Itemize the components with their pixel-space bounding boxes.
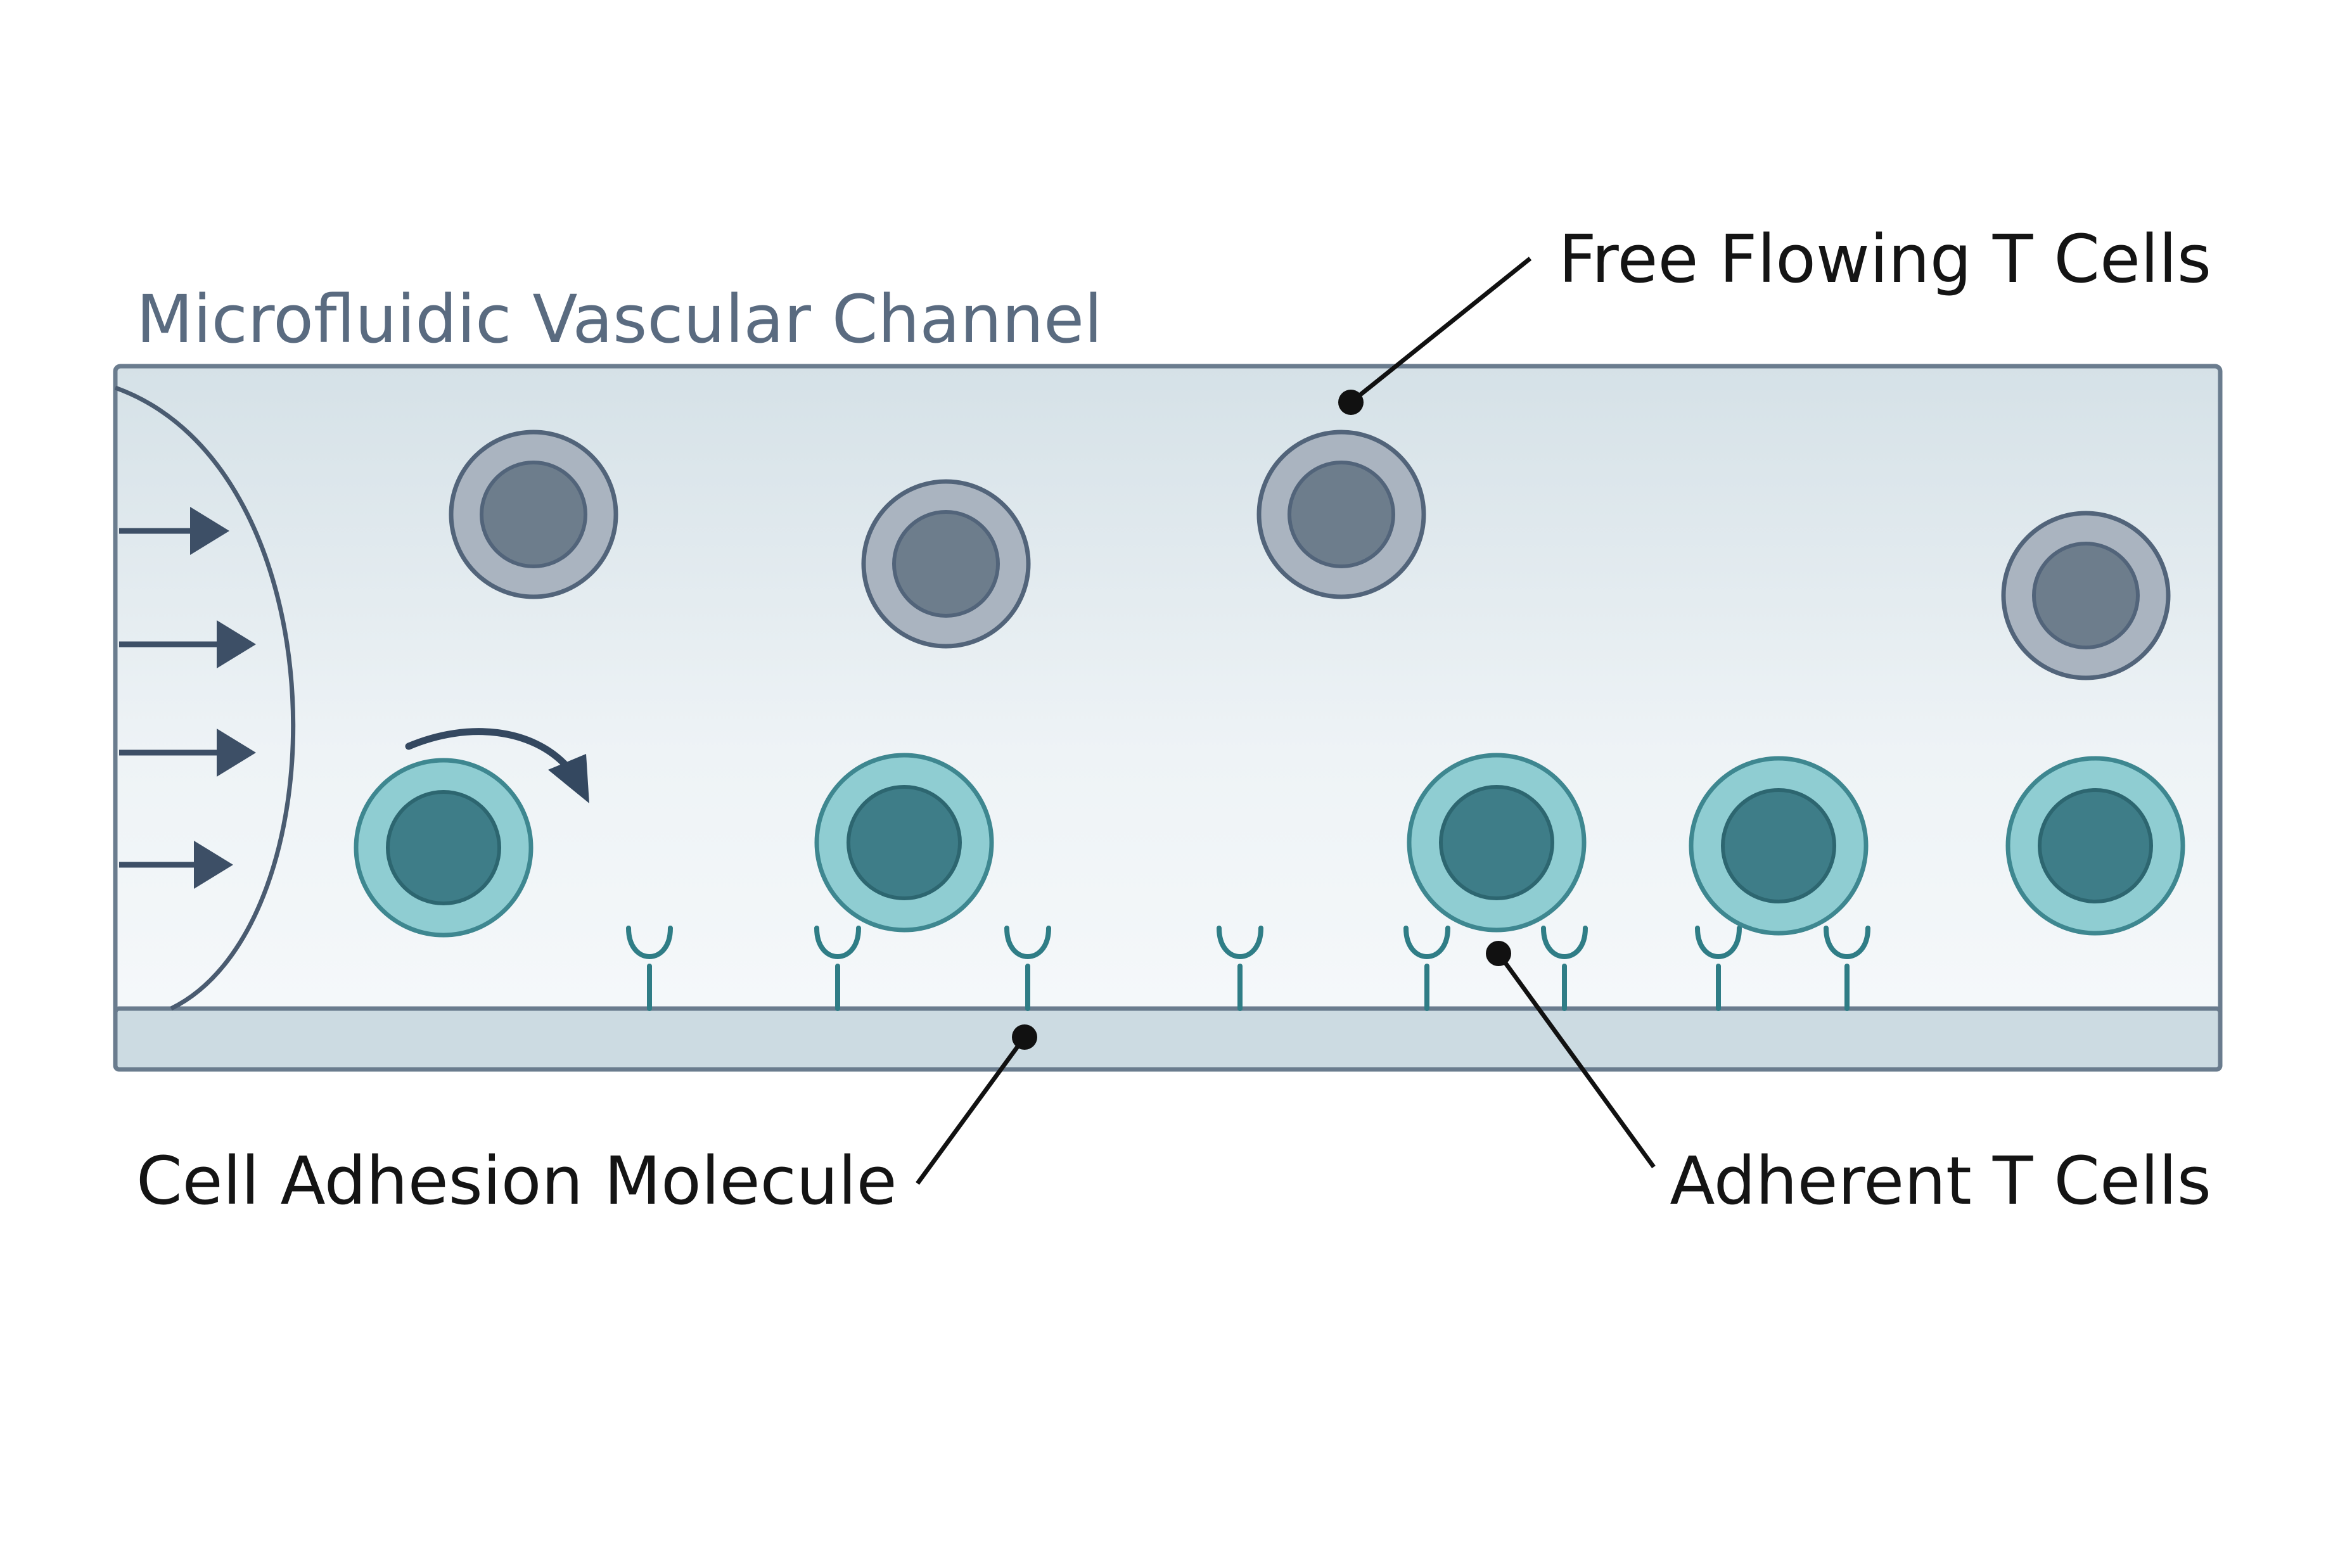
adhesion-receptor — [1403, 926, 1450, 1011]
adherent-t-cell — [1407, 753, 1587, 933]
adhesion-receptor — [1824, 926, 1870, 1011]
adhesion-receptor — [814, 926, 861, 1011]
rolling-arrow — [405, 728, 589, 803]
adhesion-receptor — [1695, 926, 1742, 1011]
flow-arrow — [119, 620, 256, 668]
adhesion-receptor — [1004, 926, 1051, 1011]
flow-profile-curve — [114, 385, 296, 1011]
channel-body — [113, 364, 2223, 1072]
free-t-cell — [1256, 430, 1426, 599]
adherent-label: Adherent T Cells — [1670, 1142, 2211, 1220]
free-t-cell — [2001, 511, 2171, 680]
leader-lines — [916, 257, 1656, 1185]
adhesion-molecule-label: Cell Adhesion Molecule — [136, 1142, 897, 1220]
free-t-cell — [449, 430, 618, 599]
adhesion-receptor — [1217, 926, 1263, 1011]
adhesion-molecule-leader — [916, 1024, 1037, 1185]
free-flowing-label: Free Flowing T Cells — [1559, 220, 2211, 298]
adhesion-receptor — [1541, 926, 1588, 1011]
free-flowing-cells — [449, 430, 2171, 680]
flow-arrow — [119, 841, 233, 889]
rolling-t-cell — [354, 758, 534, 938]
adherent-cells — [354, 753, 2185, 938]
adherent-leader — [1486, 941, 1656, 1169]
adhesion-receptor — [626, 926, 673, 1011]
adherent-t-cell — [814, 753, 994, 933]
channel-substrate — [113, 1006, 2223, 1072]
flow-arrow — [119, 729, 256, 777]
free-flowing-leader — [1338, 257, 1532, 415]
free-t-cell — [861, 479, 1031, 649]
flow-arrows — [119, 507, 256, 889]
flow-arrow — [119, 507, 229, 555]
channel-title: Microfluidic Vascular Channel — [136, 281, 1102, 358]
adherent-t-cell — [2005, 756, 2185, 936]
adhesion-receptors — [626, 926, 1870, 1011]
adherent-t-cell — [1689, 756, 1869, 936]
